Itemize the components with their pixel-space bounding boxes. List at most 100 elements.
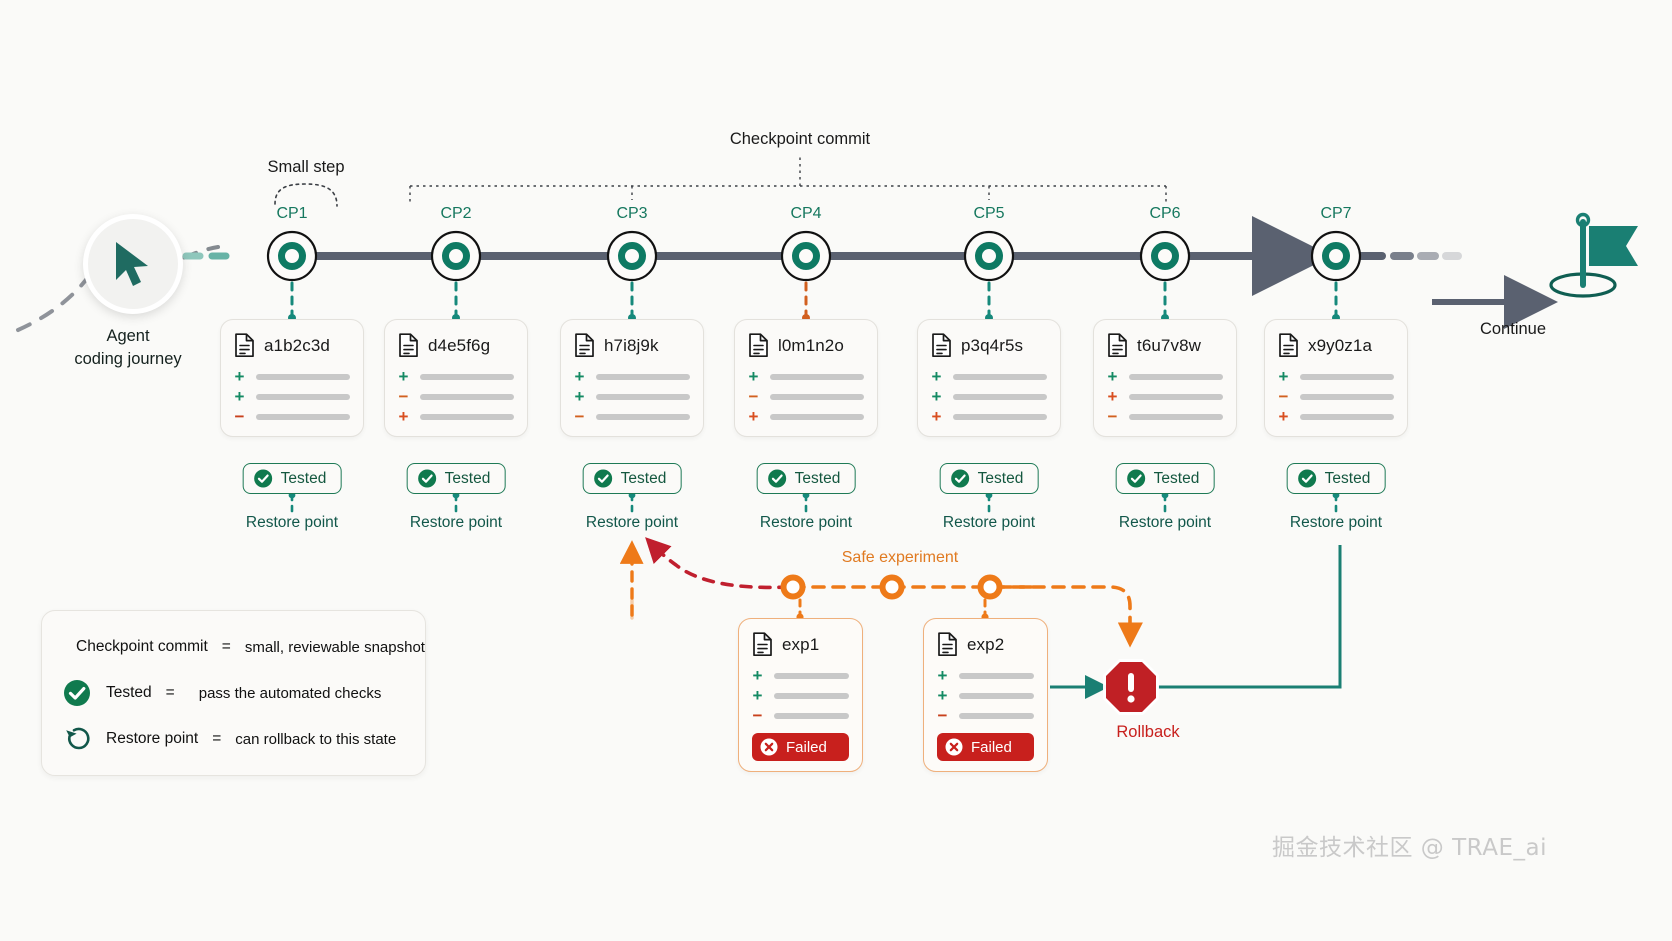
- tested-badge[interactable]: Tested: [406, 463, 506, 494]
- diff-bar: [774, 693, 849, 699]
- failed-badge[interactable]: Failed: [937, 733, 1034, 761]
- commit-hash: l0m1n2o: [778, 335, 844, 355]
- checkpoint-node-icon[interactable]: [605, 229, 659, 283]
- diff-bar: [959, 673, 1034, 679]
- diff-bar: [1129, 414, 1223, 420]
- checkpoint-node-icon[interactable]: [265, 229, 319, 283]
- tested-label: Tested: [977, 469, 1024, 487]
- checkpoint-label-cp5: CP5: [973, 205, 1005, 222]
- diff-sign: +: [574, 367, 585, 386]
- diff-sign: −: [748, 387, 759, 406]
- diff-bar: [1300, 414, 1394, 420]
- diff-sign: −: [234, 407, 245, 426]
- restore-point-label[interactable]: Restore point: [585, 514, 679, 531]
- agent-label-line2: coding journey: [74, 350, 182, 368]
- experiment-card[interactable]: exp2 + + − Failed: [923, 618, 1048, 772]
- diff-bar: [953, 374, 1047, 380]
- checkpoint-label-cp2: CP2: [440, 205, 472, 222]
- diff-sign: −: [398, 387, 409, 406]
- file-icon: [235, 333, 254, 358]
- failed-label: Failed: [786, 738, 827, 756]
- diff-sign: +: [748, 407, 759, 426]
- diff-row: −: [1278, 388, 1394, 405]
- diff-sign: +: [1107, 367, 1118, 386]
- diff-bar: [774, 713, 849, 719]
- legend-equals: =: [165, 684, 175, 701]
- caption-rollback: Rollback: [1116, 723, 1180, 741]
- tested-badge[interactable]: Tested: [242, 463, 342, 494]
- experiment-card-head: exp1: [752, 632, 849, 657]
- commit-card[interactable]: l0m1n2o + − +: [734, 319, 878, 437]
- diff-sign: +: [398, 407, 409, 426]
- legend-term: Restore point: [106, 730, 199, 747]
- diff-sign: +: [748, 367, 759, 386]
- flag-icon: [1549, 212, 1638, 298]
- failed-badge[interactable]: Failed: [752, 733, 849, 761]
- file-icon: [753, 632, 772, 657]
- diff-bar: [770, 374, 864, 380]
- rollback-marker[interactable]: [1100, 656, 1162, 723]
- restore-point-label[interactable]: Restore point: [942, 514, 1036, 531]
- restore-point-label[interactable]: Restore point: [409, 514, 503, 531]
- tested-badge[interactable]: Tested: [939, 463, 1039, 494]
- experiment-card-head: exp2: [937, 632, 1034, 657]
- file-icon: [1108, 333, 1127, 358]
- diff-row: +: [234, 367, 350, 386]
- diff-row: +: [1107, 388, 1223, 405]
- diff-row: +: [752, 667, 849, 684]
- commit-card[interactable]: t6u7v8w + + −: [1093, 319, 1237, 437]
- cursor-arrow-icon: [116, 242, 148, 286]
- caption-checkpoint-commit: Checkpoint commit: [729, 130, 871, 148]
- commit-card-head: x9y0z1a: [1278, 333, 1394, 358]
- checkpoint-label-cp6: CP6: [1149, 205, 1181, 222]
- caption-small-step: Small step: [267, 158, 345, 176]
- commit-card[interactable]: p3q4r5s + + +: [917, 319, 1061, 437]
- diff-bar: [959, 713, 1034, 719]
- tested-badge[interactable]: Tested: [1115, 463, 1215, 494]
- experiment-card[interactable]: exp1 + + − Failed: [738, 618, 863, 772]
- diff-sign: +: [1278, 407, 1289, 426]
- tested-badge[interactable]: Tested: [756, 463, 856, 494]
- check-circle-icon: [951, 469, 970, 488]
- diff-sign: +: [937, 686, 948, 705]
- diff-row: +: [1278, 367, 1394, 386]
- diff-sign: +: [931, 407, 942, 426]
- checkpoint-node-icon[interactable]: [962, 229, 1016, 283]
- checkpoint-node-icon[interactable]: [779, 229, 833, 283]
- restore-point-label[interactable]: Restore point: [245, 514, 339, 531]
- restore-point-label[interactable]: Restore point: [759, 514, 853, 531]
- diff-row: +: [234, 387, 350, 406]
- commit-card[interactable]: h7i8j9k + + −: [560, 319, 704, 437]
- diff-sign: +: [234, 387, 245, 406]
- tested-badge[interactable]: Tested: [1286, 463, 1386, 494]
- commit-card[interactable]: d4e5f6g + − +: [384, 319, 528, 437]
- commit-card[interactable]: x9y0z1a + − +: [1264, 319, 1408, 437]
- diff-bar: [256, 414, 350, 420]
- diff-sign: +: [234, 367, 245, 386]
- caption-safe-experiment: Safe experiment: [841, 549, 959, 566]
- commit-card-head: a1b2c3d: [234, 333, 350, 358]
- diff-bar: [1129, 374, 1223, 380]
- diff-sign: +: [937, 666, 948, 685]
- restore-point-label[interactable]: Restore point: [1118, 514, 1212, 531]
- experiment-name: exp2: [967, 634, 1005, 654]
- commit-card[interactable]: a1b2c3d + + −: [220, 319, 364, 437]
- check-circle-icon: [64, 680, 90, 706]
- checkpoint-node-icon[interactable]: [429, 229, 483, 283]
- check-circle-icon: [254, 469, 273, 488]
- checkpoint-node-icon[interactable]: [1138, 229, 1192, 283]
- diff-bar: [420, 394, 514, 400]
- diff-bar: [770, 414, 864, 420]
- restore-arrow-icon: [66, 727, 90, 750]
- diff-sign: +: [931, 387, 942, 406]
- diff-row: −: [937, 707, 1034, 724]
- restore-point-label[interactable]: Restore point: [1289, 514, 1383, 531]
- diff-bar: [596, 414, 690, 420]
- legend-row-checkpoint: Checkpoint commit = small, reviewable sn…: [62, 629, 425, 665]
- tested-badge[interactable]: Tested: [582, 463, 682, 494]
- diff-row: +: [931, 387, 1047, 406]
- checkpoint-node-icon[interactable]: [1309, 229, 1363, 283]
- diff-sign: +: [1278, 367, 1289, 386]
- file-icon: [932, 333, 951, 358]
